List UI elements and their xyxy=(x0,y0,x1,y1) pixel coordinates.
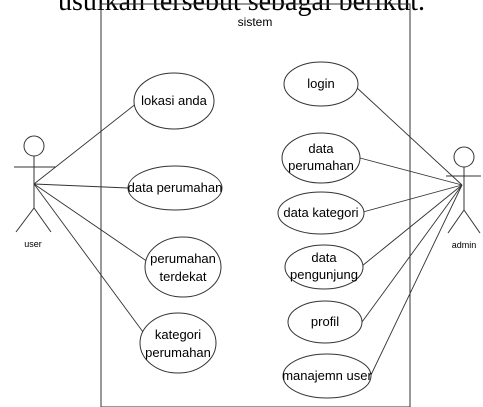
assoc-admin-profil xyxy=(361,184,463,323)
actor-user xyxy=(14,135,56,233)
use-case-label: manajemn user xyxy=(282,368,372,383)
admin-head xyxy=(453,146,475,168)
admin-right-leg xyxy=(463,209,481,234)
use-case-label-line-1: perumahan xyxy=(150,251,216,266)
actor-admin-label: admin xyxy=(452,240,477,250)
assoc-user-perumahan-terdekat xyxy=(33,183,149,263)
use-case-label: lokasi anda xyxy=(141,93,208,108)
actor-user-label: user xyxy=(24,239,42,249)
use-case-data-pengunjung: data pengunjung xyxy=(284,244,364,290)
user-head xyxy=(23,135,45,157)
user-left-leg xyxy=(15,207,35,233)
use-case-label-line-2: perumahan xyxy=(288,158,354,173)
use-case-label: profil xyxy=(311,314,339,329)
admin-left-leg xyxy=(447,209,465,234)
use-case-label: data perumahan xyxy=(128,180,223,195)
actor-admin xyxy=(446,146,481,234)
use-case-label-line-2: perumahan xyxy=(145,345,211,360)
use-case-lokasi-anda: lokasi anda xyxy=(133,72,215,130)
use-case-manajemn-user: manajemn user xyxy=(282,353,372,399)
assoc-user-kategori-perumahan xyxy=(33,183,144,333)
user-right-leg xyxy=(33,207,52,233)
assoc-admin-data-perumahan xyxy=(359,157,463,186)
use-case-label-line-1: kategori xyxy=(155,327,201,342)
use-case-login: login xyxy=(283,61,359,107)
assoc-admin-manajemn-user xyxy=(369,184,463,378)
use-case-label-line-1: data xyxy=(308,141,334,156)
use-case-data-perumahan-user: data perumahan xyxy=(127,165,223,211)
use-case-label: login xyxy=(307,76,334,91)
assoc-user-data-perumahan xyxy=(33,183,129,189)
use-case-kategori-perumahan: kategori perumahan xyxy=(139,312,217,374)
assoc-admin-data-pengunjung xyxy=(361,184,463,267)
use-case-label-line-2: terdekat xyxy=(160,269,207,284)
admin-associations xyxy=(355,86,463,378)
assoc-admin-login xyxy=(355,86,463,186)
system-title: sistem xyxy=(238,15,273,29)
assoc-user-lokasi-anda xyxy=(33,102,138,185)
use-case-label-line-2: pengunjung xyxy=(290,267,358,282)
user-associations xyxy=(33,102,149,333)
use-case-data-perumahan-admin: data perumahan xyxy=(281,132,361,184)
use-case-data-kategori: data kategori xyxy=(277,191,365,235)
use-case-profil: profil xyxy=(287,300,363,344)
use-case-label-line-1: data xyxy=(311,250,337,265)
system-boundary xyxy=(100,3,411,407)
use-case-perumahan-terdekat: perumahan terdekat xyxy=(144,236,222,298)
use-case-label: data kategori xyxy=(283,205,358,220)
assoc-admin-data-kategori xyxy=(362,184,463,213)
